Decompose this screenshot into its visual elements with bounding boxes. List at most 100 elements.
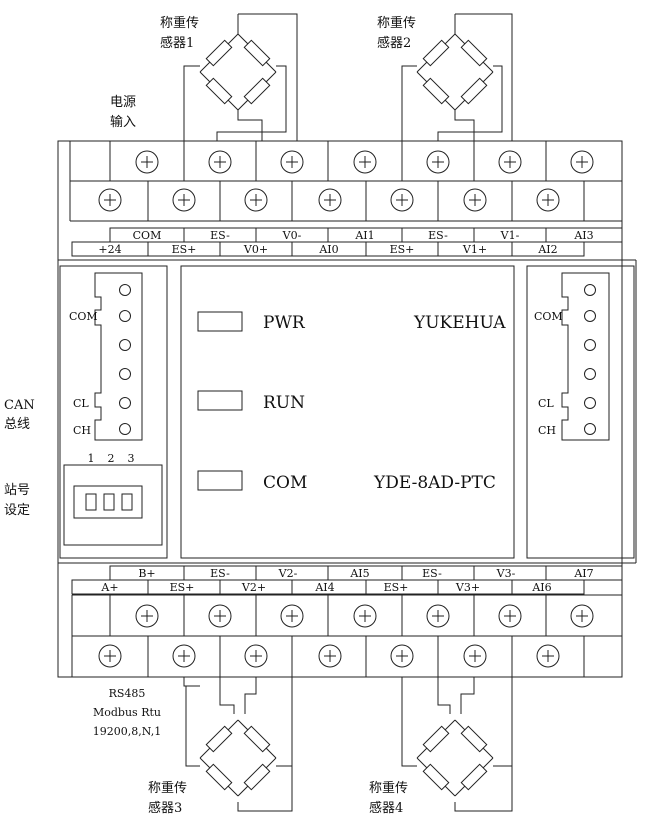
sensor1-label-1: 称重传 [160, 15, 199, 31]
screw-16 [208, 604, 232, 628]
screw-11 [318, 188, 342, 212]
front-panel [180, 265, 515, 559]
screw-21 [570, 604, 594, 628]
run-led [197, 390, 243, 411]
left-com-label: COM [69, 310, 98, 323]
pwr-label: PWR [263, 313, 306, 333]
screw-14 [536, 188, 560, 212]
right-connector-panel [526, 265, 635, 559]
sensor3-label-2: 感器3 [148, 800, 182, 816]
com-label: COM [263, 473, 307, 493]
bottom-label-es-plus-2: ES+ [384, 581, 409, 594]
can-label-2: 总线 [4, 417, 30, 432]
bottom-label-a-plus: A+ [100, 581, 118, 594]
screw-9 [172, 188, 196, 212]
screw-15 [135, 604, 159, 628]
dip-number-2: 2 [108, 452, 115, 465]
screw-1 [135, 150, 159, 174]
bottom-label-es-minus-1: ES- [210, 567, 230, 580]
bottom-label-v2-plus: V2+ [241, 581, 266, 594]
load-cell-bridge-3 [199, 719, 277, 797]
screw-4 [353, 150, 377, 174]
load-cell-bridge-1 [199, 33, 277, 111]
bottom-label-ai5: AI5 [349, 567, 369, 580]
pwr-led [197, 311, 243, 332]
station-label-2: 设定 [4, 503, 30, 518]
bottom-label-v3-minus: V3- [496, 567, 516, 580]
right-connector-housing [561, 272, 610, 441]
top-label-ai3: AI3 [573, 229, 593, 242]
screw-7 [570, 150, 594, 174]
top-label-com: COM [133, 229, 162, 242]
run-label: RUN [263, 393, 305, 413]
top-label-es-minus-2: ES- [428, 229, 448, 242]
top-label-ai0: AI0 [318, 243, 338, 256]
load-cells [199, 33, 494, 797]
screw-2 [208, 150, 232, 174]
left-ch-label: CH [73, 424, 91, 437]
top-label-v0-minus: V0- [282, 229, 302, 242]
sensor3-label-1: 称重传 [148, 780, 187, 796]
top-label-ai2: AI2 [537, 243, 557, 256]
left-connector-panel [59, 265, 168, 559]
power-label-1: 电源 [110, 95, 136, 110]
bottom-label-es-minus-2: ES- [422, 567, 442, 580]
top-label-v1-plus: V1+ [462, 243, 487, 256]
sensor-wiring [183, 13, 513, 812]
screw-24 [244, 644, 268, 668]
bottom-label-v3-plus: V3+ [455, 581, 480, 594]
screw-28 [536, 644, 560, 668]
left-connector-housing [94, 272, 143, 441]
left-connector-pins [119, 284, 131, 435]
screw-17 [280, 604, 304, 628]
bottom-terminal-block [71, 594, 622, 677]
load-cell-bridge-2 [416, 33, 494, 111]
top-label-es-minus-1: ES- [210, 229, 230, 242]
screw-3 [280, 150, 304, 174]
load-cell-bridge-4 [416, 719, 494, 797]
screw-12 [390, 188, 414, 212]
sensor1-label-2: 感器1 [160, 35, 194, 51]
terminal-screws [98, 150, 594, 668]
top-label-es-plus-1: ES+ [172, 243, 197, 256]
top-label-es-plus-2: ES+ [390, 243, 415, 256]
top-label-plus24: +24 [98, 243, 121, 256]
bottom-label-es-plus-1: ES+ [170, 581, 195, 594]
can-label-1: CAN [4, 398, 35, 413]
sensor4-label-2: 感器4 [369, 800, 403, 816]
screw-19 [426, 604, 450, 628]
right-ch-label: CH [538, 424, 556, 437]
brand-name: YUKEHUA [413, 313, 506, 333]
bottom-label-ai4: AI4 [314, 581, 334, 594]
rs485-protocol: Modbus Rtu [93, 706, 161, 719]
screw-27 [463, 644, 487, 668]
screw-26 [390, 644, 414, 668]
sensor2-label-2: 感器2 [377, 35, 411, 51]
left-cl-label: CL [73, 397, 89, 410]
screw-10 [244, 188, 268, 212]
screw-25 [318, 644, 342, 668]
power-label-2: 输入 [110, 114, 136, 130]
rs485-label: RS485 [109, 687, 146, 700]
screw-18 [353, 604, 377, 628]
dip-switch[interactable] [73, 485, 143, 519]
screw-22 [98, 644, 122, 668]
module-housing [57, 140, 623, 678]
dip-switch-housing [63, 464, 163, 546]
screw-8 [98, 188, 122, 212]
screw-13 [463, 188, 487, 212]
sensor2-label-1: 称重传 [377, 15, 416, 31]
bottom-label-v2-minus: V2- [278, 567, 298, 580]
bottom-label-ai7: AI7 [573, 567, 593, 580]
right-com-label: COM [534, 310, 563, 323]
model-number: YDE-8AD-PTC [373, 473, 496, 493]
com-led [197, 470, 243, 491]
screw-23 [172, 644, 196, 668]
station-label-1: 站号 [4, 483, 30, 498]
screw-20 [498, 604, 522, 628]
screw-5 [426, 150, 450, 174]
dip-number-1: 1 [88, 452, 95, 465]
right-cl-label: CL [538, 397, 554, 410]
top-terminal-block [69, 141, 622, 222]
